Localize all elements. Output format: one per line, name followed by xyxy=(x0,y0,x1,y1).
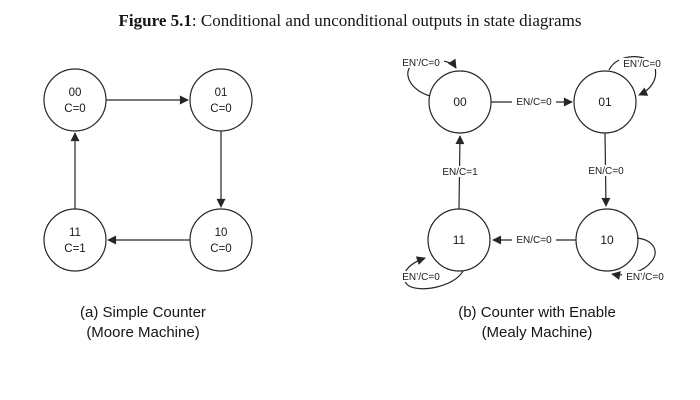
mealy-loop-10-label: EN’/C=0 xyxy=(626,272,664,283)
moore-state-10-label: 10 xyxy=(215,227,228,239)
figure-number: Figure 5.1 xyxy=(118,11,192,30)
mealy-edge-label-bg xyxy=(512,96,556,107)
moore-caption-line2: (Moore Machine) xyxy=(86,324,199,341)
mealy-edge-01-10-label: EN/C=0 xyxy=(588,166,624,177)
mealy-state-00-label: 00 xyxy=(453,95,467,109)
mealy-edge-10-11-label: EN/C=0 xyxy=(516,235,552,246)
moore-state-01-output: C=0 xyxy=(210,103,231,115)
moore-state-00-output: C=0 xyxy=(64,103,85,115)
moore-state-01-circle xyxy=(189,68,253,132)
moore-caption-line1: (a) Simple Counter xyxy=(80,304,206,321)
mealy-loop-label-bg xyxy=(619,58,665,69)
mealy-diagram: 00 01 10 11 EN/C=0 EN/C=0 EN/C=0 EN/C=1 xyxy=(398,56,668,341)
mealy-loop-label-bg xyxy=(398,57,444,68)
moore-state-11-output: C=1 xyxy=(64,243,85,255)
mealy-loop-01-label: EN’/C=0 xyxy=(623,59,661,70)
moore-state-10-output: C=0 xyxy=(210,243,231,255)
mealy-state-01-label: 01 xyxy=(598,95,612,109)
moore-diagram: 00 C=0 01 C=0 10 C=0 11 C=1 (a) Simple C… xyxy=(43,68,253,341)
moore-state-00-label: 00 xyxy=(69,87,82,99)
moore-state-11-circle xyxy=(43,208,107,272)
mealy-self-loop-11 xyxy=(403,256,464,290)
mealy-edge-label-bg xyxy=(512,234,556,245)
moore-state-00-circle xyxy=(43,68,107,132)
moore-state-11-label: 11 xyxy=(69,227,81,239)
mealy-loop-label-bg xyxy=(622,271,668,282)
mealy-loop-11-label: EN’/C=0 xyxy=(402,272,440,283)
mealy-caption-line1: (b) Counter with Enable xyxy=(458,304,616,321)
moore-state-10-circle xyxy=(189,208,253,272)
mealy-loop-00-label: EN’/C=0 xyxy=(402,58,440,69)
mealy-state-10-label: 10 xyxy=(600,233,614,247)
mealy-edge-label-bg xyxy=(584,165,628,176)
figure-title: Figure 5.1: Conditional and unconditiona… xyxy=(0,11,700,31)
mealy-edge-00-01-label: EN/C=0 xyxy=(516,97,552,108)
mealy-edge-label-bg xyxy=(438,166,482,177)
moore-state-01-label: 01 xyxy=(215,87,228,99)
figure-title-text: : Conditional and unconditional outputs … xyxy=(191,11,582,30)
mealy-loop-label-bg xyxy=(398,271,444,282)
mealy-edge-11-00-label: EN/C=1 xyxy=(442,167,478,178)
mealy-state-11-label: 11 xyxy=(453,233,466,247)
mealy-caption-line2: (Mealy Machine) xyxy=(482,324,593,341)
